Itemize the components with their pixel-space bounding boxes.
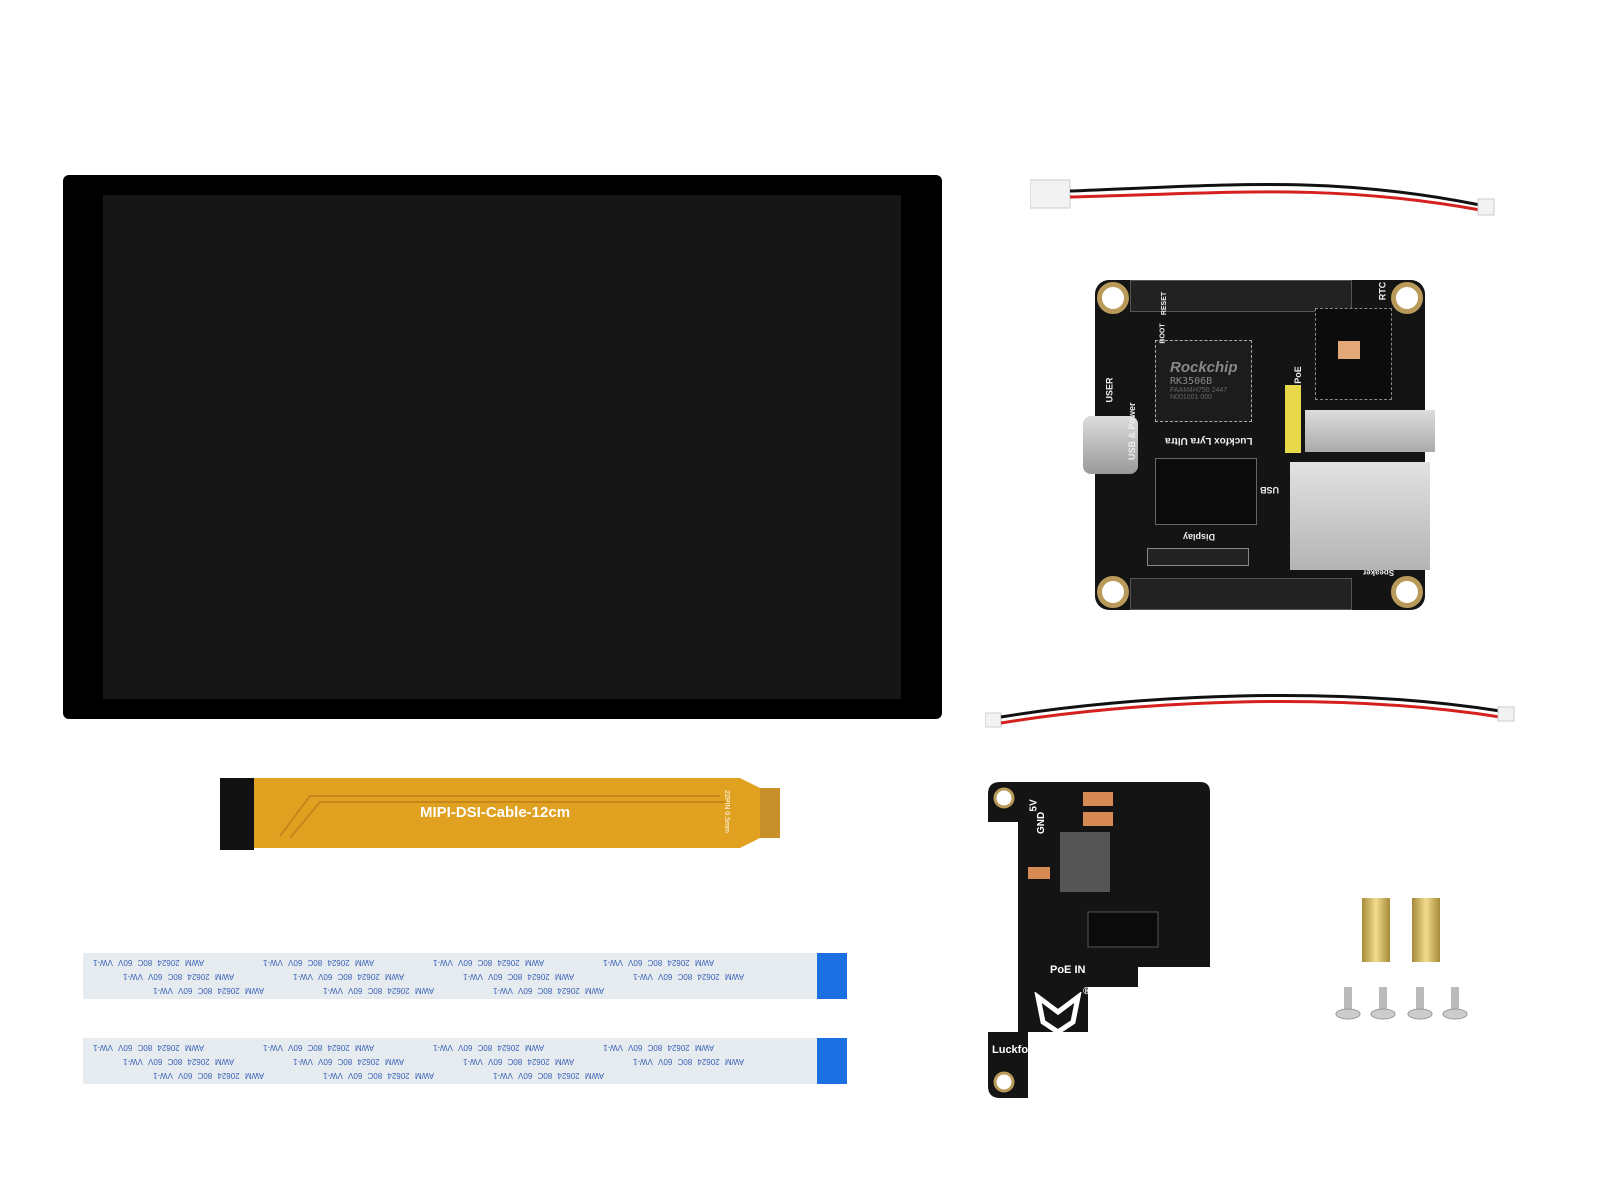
cable-top — [1030, 179, 1495, 216]
mount-hole — [1391, 282, 1423, 314]
ffc-print: AWM 20624 80C 60V VW-1 — [123, 1057, 235, 1066]
ffc-print: AWM 20624 80C 60V VW-1 — [493, 986, 605, 995]
ffc-print: AWM 20624 80C 60V VW-1 — [323, 1071, 435, 1080]
ffc-print: AWM 20624 80C 60V VW-1 — [293, 972, 405, 981]
ffc-print: AWM 20624 80C 60V VW-1 — [93, 958, 205, 967]
ffc-print: AWM 20624 80C 60V VW-1 — [93, 1043, 205, 1052]
ffc-print: AWM 20624 80C 60V VW-1 — [433, 1043, 545, 1052]
silk-rtc: RTC — [1377, 281, 1388, 301]
silk-reset: RESET — [1161, 291, 1169, 316]
ffc-print: AWM 20624 80C 60V VW-1 — [493, 1071, 605, 1080]
gpio-header-bottom — [1130, 578, 1352, 610]
silk-poe-in: PoE IN — [1050, 964, 1086, 976]
brass-standoff — [1412, 898, 1440, 962]
screw — [1442, 987, 1468, 1020]
mount-hole — [1097, 576, 1129, 608]
soc-chip: Rockchip RK3506B FAAM4H750 2447 N001001 … — [1155, 340, 1252, 422]
ffc-print: AWM 20624 80C 60V VW-1 — [633, 972, 745, 981]
ffc-cable: AWM 20624 80C 60V VW-1 AWM 20624 80C 60V… — [83, 953, 847, 999]
luckfox-logo-icon — [1034, 992, 1082, 1036]
silk-user: USER — [1104, 377, 1115, 403]
cable-bottom — [985, 694, 1515, 728]
ffc-print: AWM 20624 80C 60V VW-1 — [633, 1057, 745, 1066]
ffc-print: AWM 20624 80C 60V VW-1 — [293, 1057, 405, 1066]
fpc-cable-label: MIPI-DSI-Cable-12cm — [420, 804, 571, 821]
ffc-print: AWM 20624 80C 60V VW-1 — [263, 958, 375, 967]
wifi-module — [1315, 308, 1392, 400]
silk-usb: USB — [1260, 485, 1280, 495]
poe-pin-header — [1285, 385, 1301, 453]
luckfox-poe-module: 5V GND PoE IN ® Luckfox PoE Module — [988, 782, 1210, 1098]
silk-gnd: GND — [1036, 811, 1047, 834]
chip-code: FAAM4H750 2447 — [1170, 387, 1228, 394]
screw — [1370, 987, 1396, 1020]
luckfox-lyra-ultra-board: Rockchip RK3506B FAAM4H750 2447 N001001 … — [1083, 280, 1435, 610]
ffc-print: AWM 20624 80C 60V VW-1 — [263, 1043, 375, 1052]
usb-a-port — [1305, 410, 1435, 452]
silk-boot: BOOT — [1159, 323, 1167, 344]
ffc-print: AWM 20624 80C 60V VW-1 — [603, 958, 715, 967]
board-name: Luckfox Lyra Ultra — [1165, 435, 1253, 446]
ffc-print: AWM 20624 80C 60V VW-1 — [153, 986, 265, 995]
brass-standoff — [1362, 898, 1390, 962]
mount-hole — [1097, 282, 1129, 314]
silk-display: Display — [1183, 532, 1216, 542]
screw — [1335, 987, 1361, 1020]
usb-c-port — [1083, 416, 1138, 474]
ffc-cable: AWM 20624 80C 60V VW-1 AWM 20624 80C 60V… — [83, 1038, 847, 1084]
silk-usb-power: USB & Power — [1127, 402, 1137, 460]
poe-module-name: Luckfox PoE Module — [992, 1044, 1101, 1056]
flash-chip — [1155, 458, 1257, 525]
ffc-print: AWM 20624 80C 60V VW-1 — [603, 1043, 715, 1052]
lcd-active-area — [103, 195, 901, 699]
ffc-print: AWM 20624 80C 60V VW-1 — [463, 972, 575, 981]
registered-mark: ® — [1083, 986, 1091, 997]
ffc-stiffener — [817, 1038, 847, 1084]
chip-model: RK3506B — [1170, 376, 1213, 387]
mount-hole — [1391, 576, 1423, 608]
mipi-dsi-fpc-cable: MIPI-DSI-Cable-12cm 22PIN 0.5mm — [220, 776, 780, 850]
silk-poe: PoE — [1292, 366, 1303, 384]
ffc-print: AWM 20624 80C 60V VW-1 — [323, 986, 435, 995]
screw — [1407, 987, 1433, 1020]
silk-5v: 5V — [1028, 799, 1040, 812]
ffc-stiffener — [817, 953, 847, 999]
display-connector — [1147, 548, 1249, 566]
lcd-display-panel — [63, 175, 942, 719]
ffc-print: AWM 20624 80C 60V VW-1 — [433, 958, 545, 967]
fpc-side-text: 22PIN 0.5mm — [723, 790, 730, 833]
gpio-header-top — [1130, 280, 1352, 312]
ffc-print: AWM 20624 80C 60V VW-1 — [123, 972, 235, 981]
ethernet-port — [1290, 462, 1430, 570]
ffc-print: AWM 20624 80C 60V VW-1 — [463, 1057, 575, 1066]
chip-code: N001001 000 — [1170, 394, 1213, 401]
chip-brand: Rockchip — [1170, 359, 1238, 376]
ffc-print: AWM 20624 80C 60V VW-1 — [153, 1071, 265, 1080]
